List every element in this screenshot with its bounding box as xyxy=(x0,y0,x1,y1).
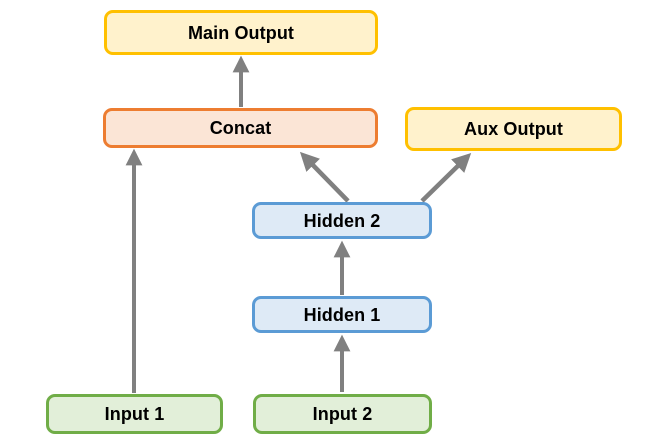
node-hidden-2-label: Hidden 2 xyxy=(303,210,381,231)
edge-hidden-2-to-concat xyxy=(299,151,350,203)
node-main-output[interactable]: Main Output xyxy=(104,10,378,55)
node-input-1-label: Input 1 xyxy=(104,404,165,424)
node-concat[interactable]: Concat xyxy=(103,108,378,148)
node-aux-output[interactable]: Aux Output xyxy=(405,107,622,151)
node-input-1[interactable]: Input 1 xyxy=(46,394,223,434)
node-hidden-2[interactable]: Hidden 2 xyxy=(252,202,432,239)
node-concat-label: Concat xyxy=(209,118,272,138)
node-input-2-label: Input 2 xyxy=(312,404,373,424)
node-hidden-1-label: Hidden 1 xyxy=(303,304,381,325)
node-hidden-1[interactable]: Hidden 1 xyxy=(252,296,432,333)
node-input-2[interactable]: Input 2 xyxy=(253,394,432,434)
node-main-output-label: Main Output xyxy=(187,22,295,43)
edge-hidden-2-to-aux-output xyxy=(420,152,472,203)
node-aux-output-label: Aux Output xyxy=(464,119,563,139)
